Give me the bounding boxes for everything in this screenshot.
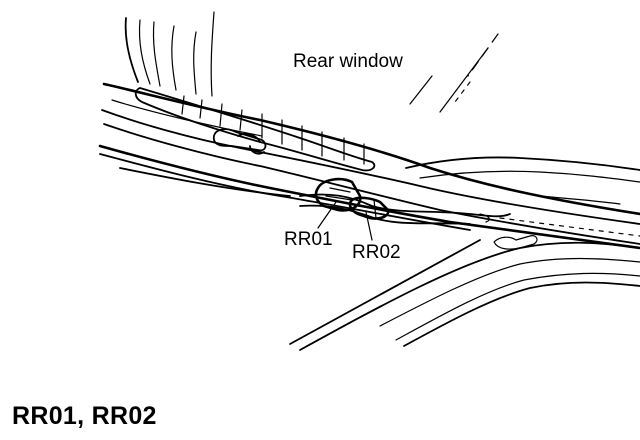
wire-clip (212, 128, 267, 155)
connector-caption: RR01, RR02 (12, 402, 157, 430)
rr01-label: RR01 (284, 229, 333, 250)
glass-reflection-hatch (409, 33, 499, 113)
rear-window-glass-outline (124, 11, 215, 97)
connector-rr02 (348, 196, 390, 220)
rr02-label: RR02 (352, 242, 401, 263)
glass-edge-right (405, 156, 640, 237)
rear-window-label: Rear window (293, 51, 403, 72)
defroster-bus-bar (134, 87, 376, 172)
trunk-opening (289, 235, 640, 351)
leader-lines (317, 201, 373, 241)
rear-header-panel (98, 82, 640, 250)
connector-rr01 (314, 177, 362, 212)
defroster-grid-lines (181, 95, 365, 165)
